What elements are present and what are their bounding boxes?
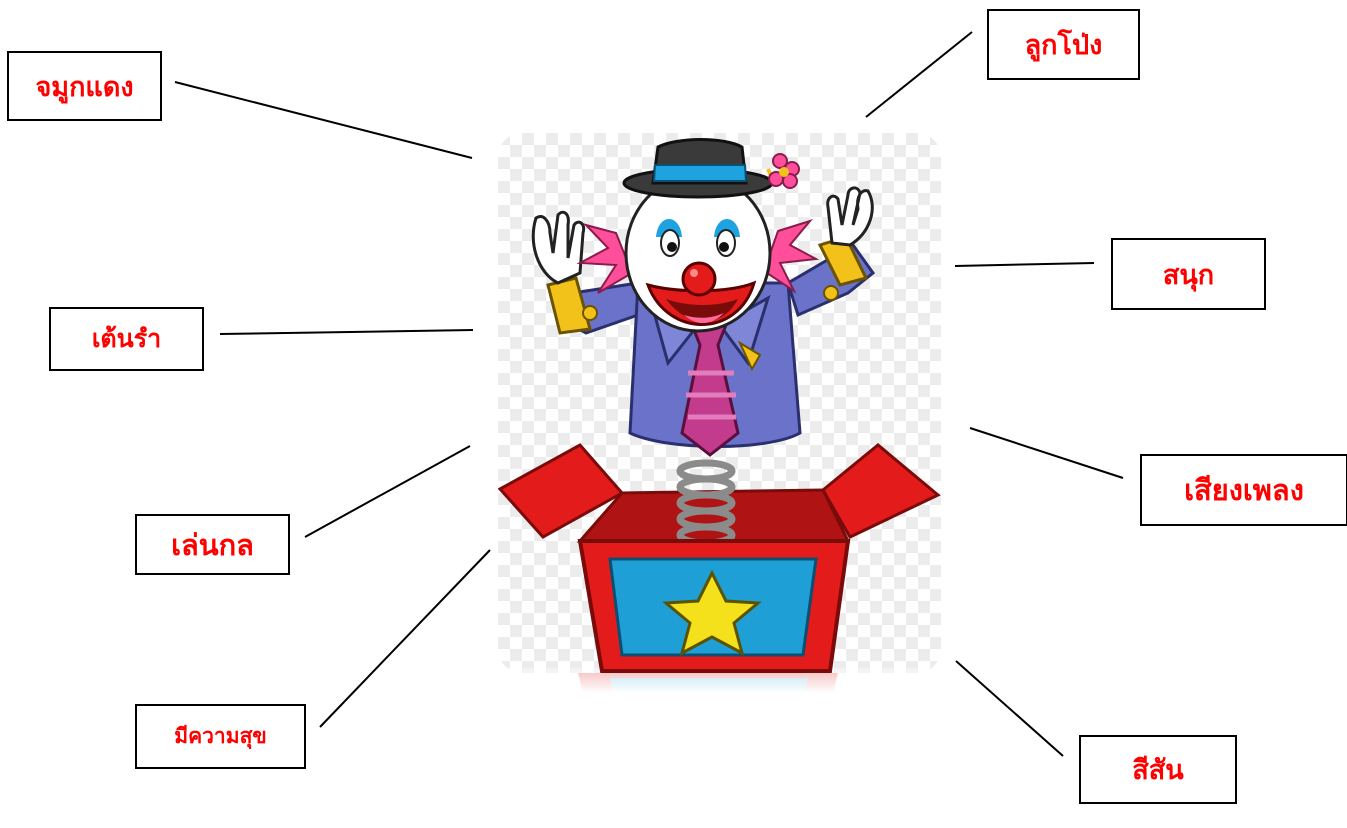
red-nose — [683, 263, 715, 295]
label-happy: มีความสุข — [135, 704, 306, 769]
connector-fun — [955, 263, 1094, 266]
label-dance: เต้นรำ — [49, 307, 204, 371]
label-magic-trick: เล่นกล — [135, 514, 290, 575]
connector-happy — [320, 550, 490, 727]
label-balloon-text: ลูกโป่ง — [1025, 23, 1103, 66]
label-song-text: เสียงเพลง — [1184, 467, 1304, 513]
label-dance-text: เต้นรำ — [92, 319, 161, 359]
connector-colorful — [956, 661, 1063, 756]
label-fun: สนุก — [1111, 238, 1266, 310]
label-colorful: สีสัน — [1079, 735, 1237, 804]
connector-song — [970, 428, 1123, 478]
label-balloon: ลูกโป่ง — [987, 9, 1140, 80]
label-song: เสียงเพลง — [1140, 454, 1347, 526]
connector-dance — [220, 330, 473, 334]
label-red-nose-text: จมูกแดง — [35, 65, 133, 108]
label-happy-text: มีความสุข — [174, 720, 267, 753]
label-fun-text: สนุก — [1163, 253, 1214, 296]
jack-in-the-box-illustration — [498, 133, 941, 693]
label-red-nose: จมูกแดง — [7, 51, 162, 121]
label-magic-trick-text: เล่นกล — [171, 522, 254, 568]
connector-balloon — [866, 32, 972, 117]
connector-red-nose — [175, 82, 472, 158]
label-colorful-text: สีสัน — [1132, 748, 1183, 791]
connector-magic-trick — [305, 446, 470, 537]
